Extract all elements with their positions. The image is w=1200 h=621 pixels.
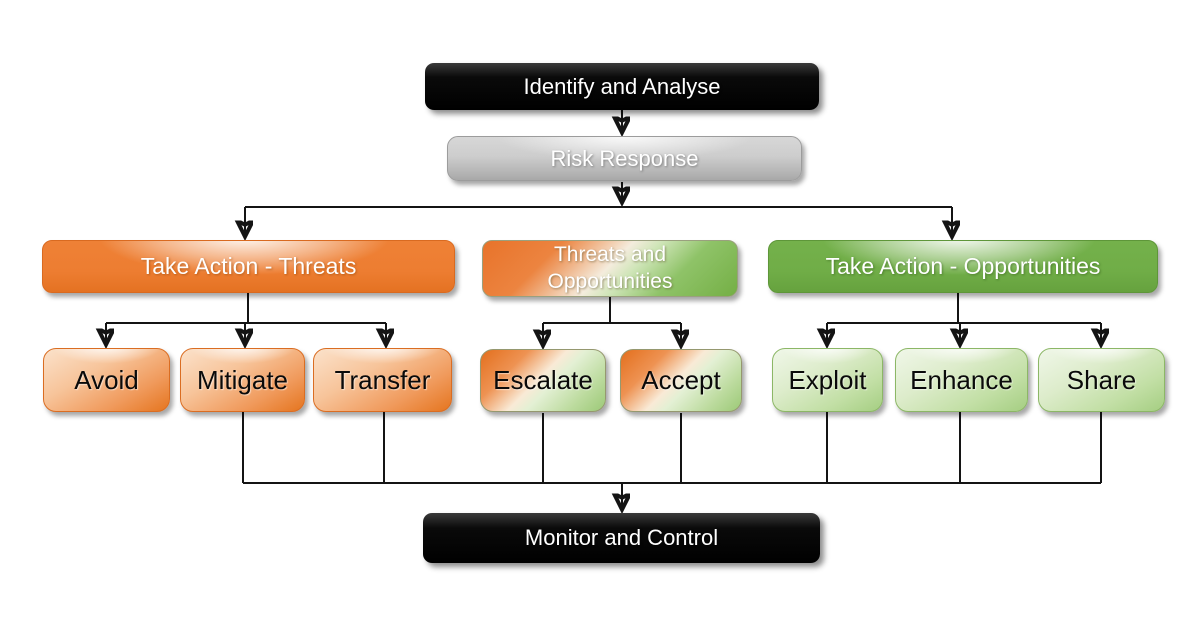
node-identify-and-analyse: Identify and Analyse: [425, 63, 819, 110]
node-label: Share: [1066, 364, 1137, 395]
node-label: Risk Response: [550, 145, 699, 171]
node-take-action-threats: Take Action - Threats: [42, 240, 455, 293]
node-label: Take Action - Opportunities: [825, 253, 1101, 279]
node-accept: Accept: [620, 349, 742, 412]
node-label: Identify and Analyse: [523, 73, 721, 99]
node-share: Share: [1038, 348, 1165, 412]
node-escalate: Escalate: [480, 349, 606, 412]
node-transfer: Transfer: [313, 348, 452, 412]
node-label: Escalate: [493, 365, 593, 395]
node-risk-response: Risk Response: [447, 136, 802, 181]
node-monitor-and-control: Monitor and Control: [423, 513, 820, 563]
node-label: Exploit: [788, 364, 867, 395]
node-avoid: Avoid: [43, 348, 170, 412]
node-take-action-opportunities: Take Action - Opportunities: [768, 240, 1158, 293]
node-label: Threats and Opportunities: [547, 243, 673, 293]
node-label: Enhance: [910, 364, 1013, 395]
node-threats-and-opportunities: Threats and Opportunities: [482, 240, 738, 297]
node-exploit: Exploit: [772, 348, 883, 412]
node-label: Avoid: [74, 364, 139, 395]
node-enhance: Enhance: [895, 348, 1028, 412]
node-label: Monitor and Control: [524, 525, 719, 550]
node-label: Mitigate: [196, 364, 289, 395]
node-label: Transfer: [334, 364, 431, 395]
node-label: Accept: [641, 365, 721, 395]
node-label: Take Action - Threats: [140, 253, 357, 279]
node-mitigate: Mitigate: [180, 348, 305, 412]
